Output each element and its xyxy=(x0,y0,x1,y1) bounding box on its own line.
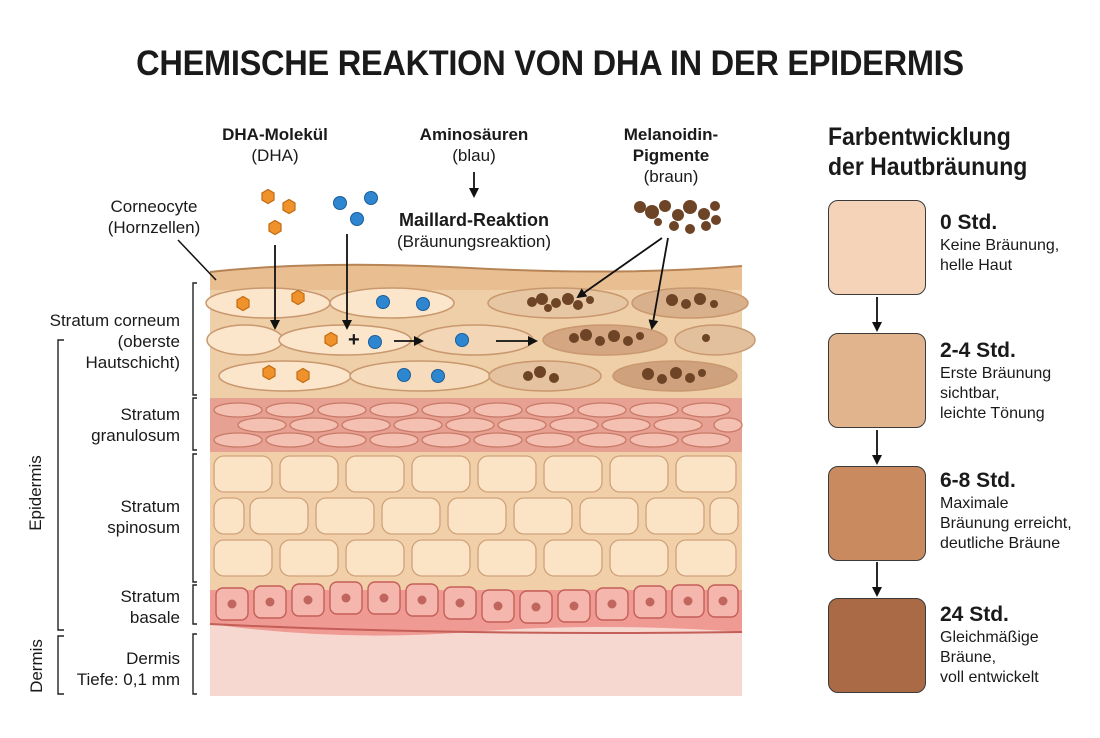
dha-molecules xyxy=(236,188,338,384)
dermis-group-label: Dermis xyxy=(27,639,46,693)
stage-1-swatch xyxy=(828,333,926,428)
corneocyte-pointer xyxy=(177,239,217,281)
stage-2-text: 6-8 Std. Maximale Bräunung erreicht, deu… xyxy=(940,469,1072,552)
layer-brackets xyxy=(57,282,197,695)
melanoidin-pigments xyxy=(523,200,721,384)
stage-3-text: 24 Std. Gleichmäßige Bräune, voll entwic… xyxy=(940,603,1039,686)
amino-acids-label: Aminosäuren(blau) xyxy=(419,125,529,165)
stage-0-text: 0 Std. Keine Bräunung, helle Haut xyxy=(940,211,1060,274)
stage-3-swatch xyxy=(828,598,926,693)
stage-0-swatch xyxy=(828,200,926,295)
skin-surface xyxy=(210,264,742,290)
dha-molecule-label: DHA-Molekül(DHA) xyxy=(222,125,328,165)
spinosum-cells xyxy=(213,455,739,577)
reaction-plus: + xyxy=(348,329,360,351)
maillard-reaction-label: Maillard-Reaktion(Bräunungsreaktion) xyxy=(396,210,552,251)
reaction-arrows xyxy=(270,172,669,346)
epidermis-group-label: Epidermis xyxy=(26,455,45,531)
melanoidin-label: Melanoidin-Pigmente(braun) xyxy=(623,125,719,186)
page-title: CHEMISCHE REAKTION VON DHA IN DER EPIDER… xyxy=(136,44,964,83)
stage-2-swatch xyxy=(828,466,926,561)
granulosum-cells xyxy=(213,402,743,448)
corneocyte-label: Corneocyte(Hornzellen) xyxy=(107,197,201,237)
stage-1-text: 2-4 Std. Erste Bräunung sichtbar, leicht… xyxy=(940,339,1052,422)
basale-nuclei xyxy=(227,593,728,612)
amino-acid-molecules xyxy=(333,191,469,383)
